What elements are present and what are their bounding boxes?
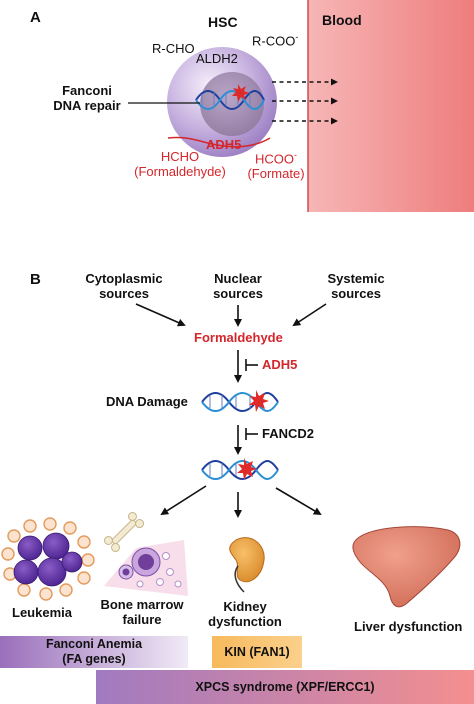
hsc-label: HSC	[208, 14, 238, 30]
rcoo-text: R-COO	[252, 33, 296, 49]
nuclear-sources-label: Nuclear sources	[198, 271, 278, 302]
cyto-line1: Cytoplasmic	[85, 271, 163, 286]
fanconi-bar-line1: Fanconi Anemia	[45, 637, 143, 651]
fanconi-bar-text: Fanconi Anemia (FA genes)	[46, 637, 142, 667]
dna-helix-cell	[195, 84, 265, 110]
rcoo-label: R-COO-	[252, 32, 298, 49]
kin-bar-fill	[212, 636, 302, 668]
hsc-nucleus	[200, 72, 264, 136]
hcoo-line: HCOO-	[236, 150, 316, 167]
aldh2-label: ALDH2	[196, 51, 238, 66]
systemic-sources-label: Systemic sources	[316, 271, 396, 302]
rcho-label: R-CHO	[152, 41, 195, 56]
kidney-line1: Kidney	[223, 599, 267, 614]
nuclear-line2: sources	[213, 285, 263, 301]
fanconi-label-line1: Fanconi	[62, 83, 112, 98]
kin-bar: KIN (FAN1)	[224, 644, 290, 659]
xpcs-bar: XPCS syndrome (XPF/ERCC1)	[195, 679, 375, 694]
adh5-label-a: ADH5	[206, 137, 242, 152]
dna-damage-label: DNA Damage	[106, 394, 188, 409]
fanconi-bar-fill	[0, 636, 188, 668]
formaldehyde-text-a: (Formaldehyde)	[134, 163, 226, 179]
systemic-line2: sources	[331, 285, 381, 301]
dna-helix-lower	[201, 458, 279, 480]
formate-text: (Formate)	[247, 166, 305, 182]
hcoo-label: HCOO- (Formate)	[236, 150, 316, 182]
nuclear-line1: Nuclear	[214, 271, 262, 286]
hcoo-charge: -	[294, 150, 297, 160]
fanconi-dna-repair-label: Fanconi DNA repair	[44, 83, 130, 114]
kidney-line2: dysfunction	[208, 613, 282, 629]
liver-dysfunction-label: Liver dysfunction	[354, 619, 463, 634]
cytoplasmic-sources-label: Cytoplasmic sources	[74, 271, 174, 302]
bone-marrow-illustration	[103, 511, 188, 596]
formaldehyde-label-b: Formaldehyde	[194, 330, 283, 345]
liver-illustration	[352, 526, 461, 608]
blood-vessel	[308, 0, 474, 212]
systemic-line1: Systemic	[327, 271, 385, 286]
rcoo-charge: -	[295, 32, 299, 42]
panel-a-letter: A	[30, 9, 41, 26]
adh5-label-b: ADH5	[262, 357, 298, 372]
blood-label: Blood	[322, 12, 362, 28]
export-arrows	[272, 78, 338, 125]
hcho-text: HCHO	[160, 149, 200, 164]
kidney-illustration	[229, 537, 265, 593]
bone-line2: failure	[122, 611, 162, 627]
hcho-label: HCHO (Formaldehyde)	[114, 149, 246, 180]
panel-b-letter: B	[30, 271, 41, 288]
inhibitor-marks	[245, 359, 258, 440]
fanconi-label-line2: DNA repair	[53, 97, 121, 113]
kidney-dysfunction-label: Kidney dysfunction	[204, 599, 286, 630]
cyto-line2: sources	[99, 285, 149, 301]
xpcs-bar-fill	[96, 670, 474, 704]
bone-line1: Bone marrow	[100, 597, 184, 612]
source-arrows	[135, 303, 327, 518]
bone-marrow-failure-label: Bone marrow failure	[90, 597, 194, 628]
hcoo-text: HCOO	[255, 151, 294, 167]
fanconi-bar-line2: (FA genes)	[62, 652, 126, 666]
adh5-arc	[167, 136, 271, 148]
dna-damage-helix	[201, 390, 279, 412]
leukemia-illustration	[1, 517, 95, 601]
fanconi-anemia-bar: Fanconi Anemia (FA genes)	[0, 636, 188, 668]
fancd2-label: FANCD2	[262, 426, 315, 441]
leukemia-label: Leukemia	[12, 605, 72, 620]
